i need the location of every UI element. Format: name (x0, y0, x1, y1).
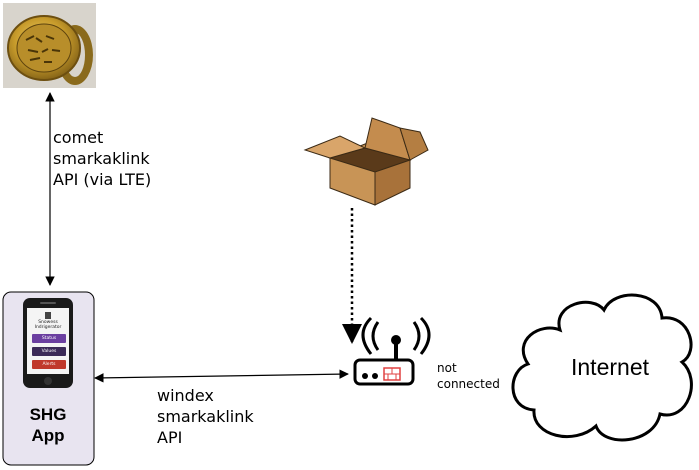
internet-cloud-label: Internet (571, 354, 649, 380)
values-screen-button[interactable]: Values (32, 347, 66, 356)
signet-ring-icon (3, 3, 96, 88)
alerts-screen-button[interactable]: Alerts (32, 360, 66, 369)
phone-app-title: SHG App (29, 405, 67, 445)
phone-screen-header: Snowess Indrigerator (34, 320, 62, 330)
comet-link-label: comet smarkaklink API (via LTE) (53, 128, 152, 189)
router-icon (353, 316, 431, 386)
router-status-label: not connected (437, 361, 500, 391)
windex-link-arrow (94, 369, 349, 383)
status-screen-button[interactable]: Status (32, 334, 66, 343)
windex-link-label: windex smarkaklink API (157, 386, 254, 447)
cardboard-box-icon (303, 117, 429, 206)
cloud-icon (511, 293, 693, 442)
